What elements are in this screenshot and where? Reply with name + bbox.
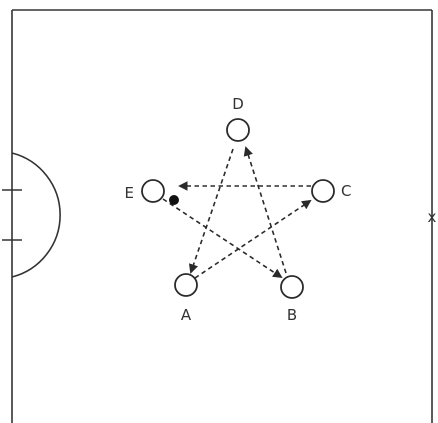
pass-arrow-e-to-b — [162, 198, 283, 279]
pass-arrow-b-to-d — [243, 146, 287, 274]
pass-arrow-d-to-a — [188, 148, 234, 274]
player-a-label: A — [181, 306, 192, 324]
pass-arrows — [162, 146, 312, 279]
pass-arrow-a-to-c — [194, 199, 312, 279]
player-c-label: C — [341, 182, 351, 200]
player-b-label: B — [287, 306, 297, 324]
player-d-marker — [226, 118, 250, 142]
player-e-label: E — [125, 184, 134, 202]
player-c-marker — [311, 179, 335, 203]
player-e-marker — [141, 179, 165, 203]
player-a-marker — [174, 273, 198, 297]
ball — [169, 195, 179, 205]
player-d-label: D — [232, 95, 244, 113]
goal-area-arc — [11, 152, 61, 278]
player-b-marker — [280, 275, 304, 299]
right-marker: x — [428, 208, 437, 226]
